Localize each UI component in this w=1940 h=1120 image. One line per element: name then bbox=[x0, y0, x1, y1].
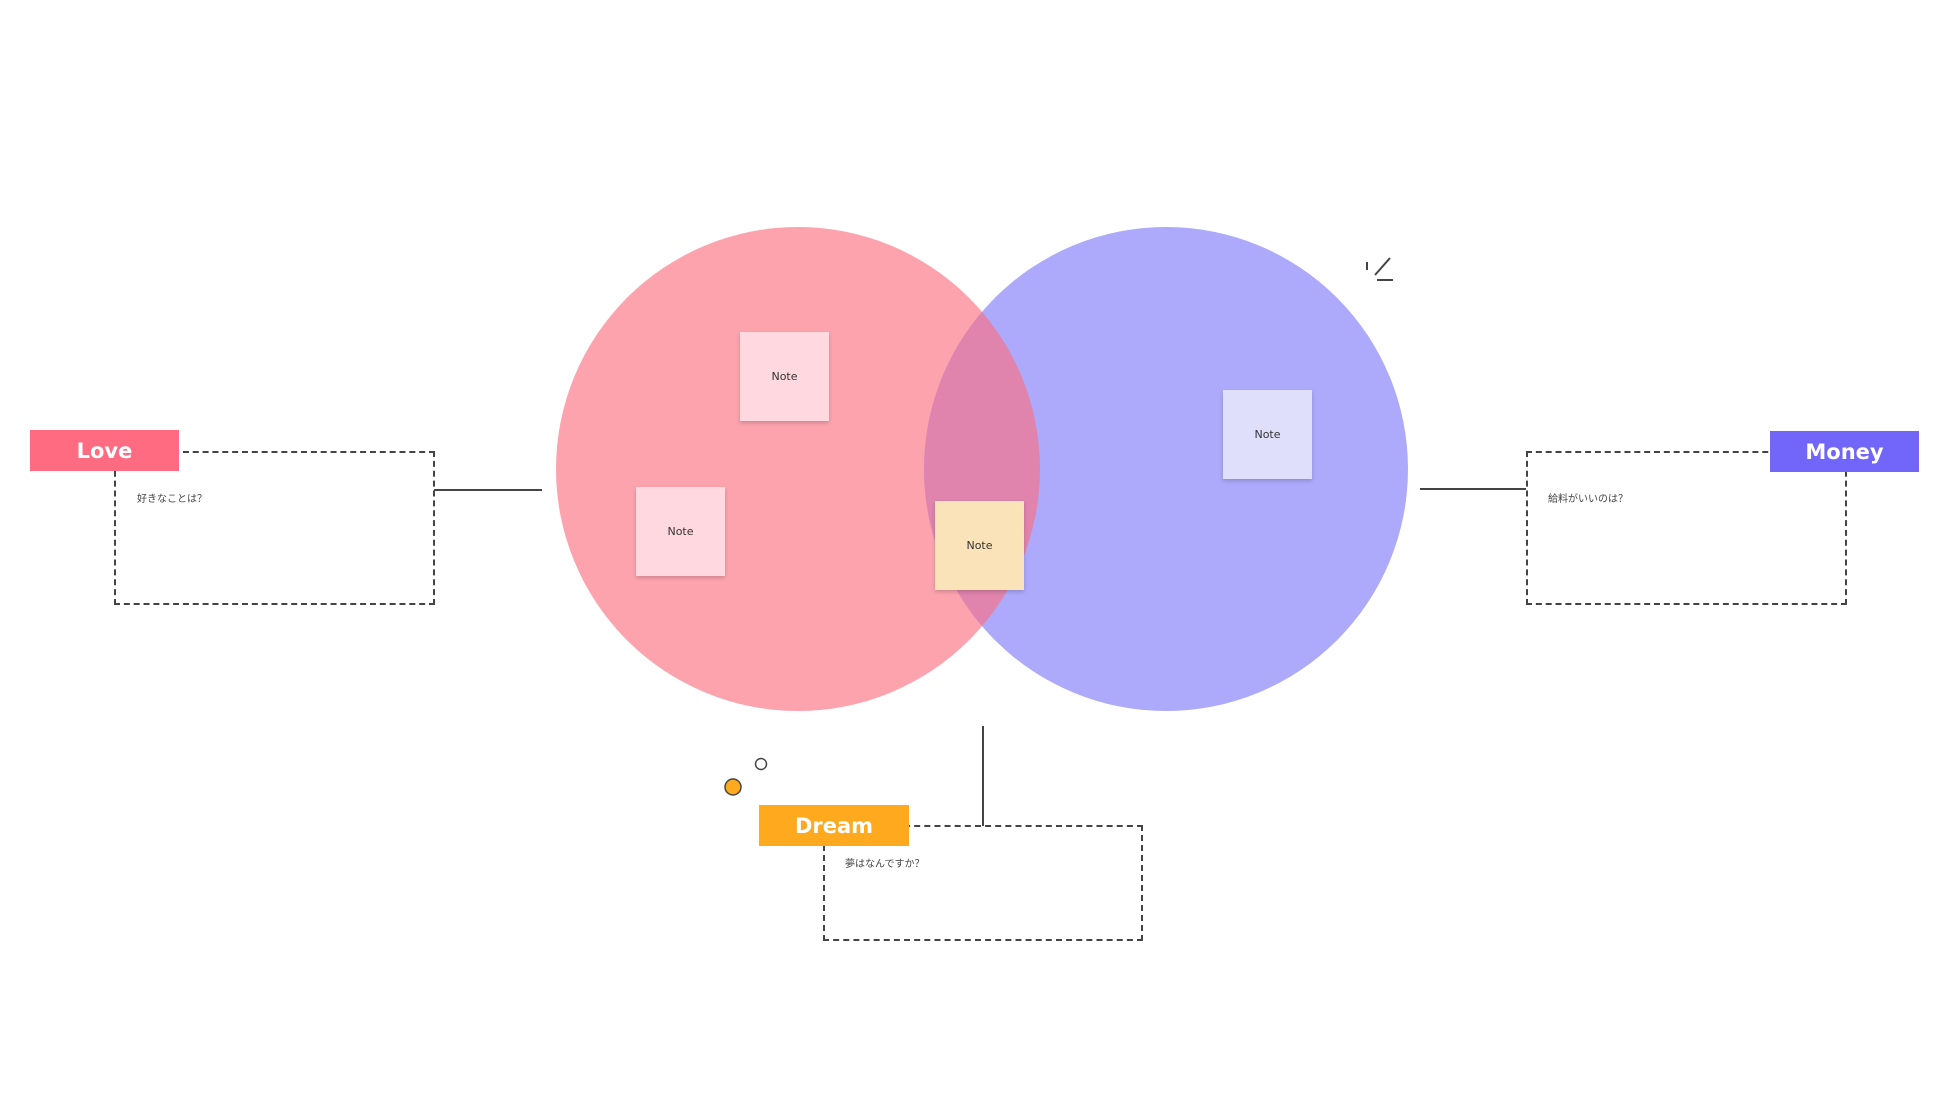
sticky-note[interactable]: Note bbox=[636, 487, 725, 576]
dream-label[interactable]: Dream bbox=[759, 805, 909, 846]
pen-icon[interactable] bbox=[1366, 257, 1393, 281]
love-circle[interactable] bbox=[556, 227, 1040, 711]
love-connector bbox=[434, 489, 542, 491]
money-question: 給料がいいのは？ bbox=[1548, 494, 1628, 505]
love-dashed-box[interactable] bbox=[114, 451, 435, 605]
sticky-note[interactable]: Note bbox=[1223, 390, 1312, 479]
sticky-note[interactable]: Note bbox=[740, 332, 829, 421]
love-label[interactable]: Love bbox=[30, 430, 179, 471]
love-question: 好きなことは？ bbox=[137, 494, 207, 505]
dream-question: 夢はなんですか？ bbox=[845, 859, 925, 870]
orange-dot[interactable] bbox=[724, 778, 742, 796]
dream-connector bbox=[982, 726, 984, 826]
money-circle[interactable] bbox=[924, 227, 1408, 711]
dream-dashed-box[interactable] bbox=[823, 825, 1143, 941]
money-connector bbox=[1420, 488, 1526, 490]
money-label[interactable]: Money bbox=[1770, 431, 1919, 472]
sticky-note[interactable]: Note bbox=[935, 501, 1024, 590]
money-dashed-box[interactable] bbox=[1526, 451, 1847, 605]
hollow-dot[interactable] bbox=[754, 757, 768, 771]
